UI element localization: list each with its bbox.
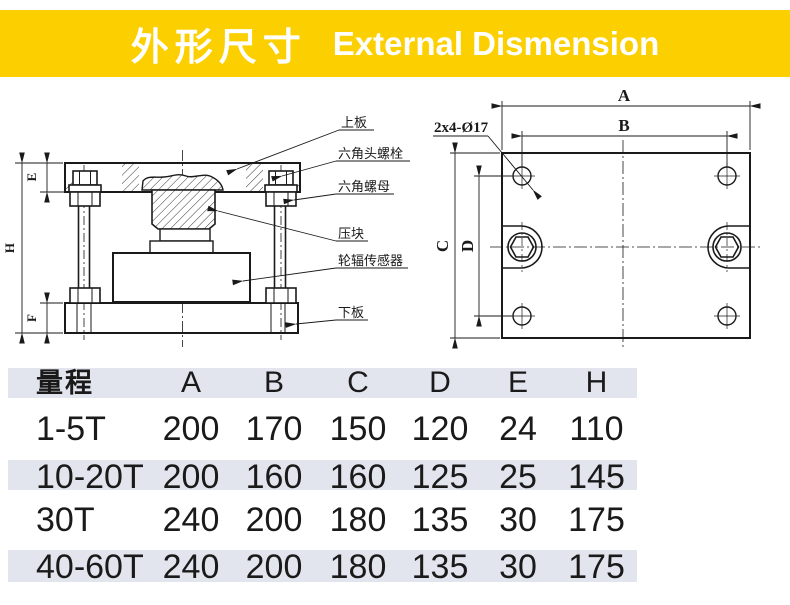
value-cell: 30 [499, 548, 537, 586]
page-title-en: External Dismension [332, 24, 660, 62]
bottom-plate [64, 302, 299, 334]
top-view-plate [501, 152, 751, 339]
table-row: 1-5T 200 170 150 120 24 110 [8, 398, 637, 460]
dimension-table: 量程 A B C D E H 1-5T 200 170 150 120 24 1… [8, 368, 637, 586]
technical-drawing: E H F 上板 六角头螺栓 六角螺母 压块 轮辐传感器 下板 [2, 86, 762, 350]
dim-label-f: F [24, 314, 39, 322]
callout-hex-bolt: 六角头螺栓 [338, 147, 403, 162]
value-cell: 200 [162, 410, 220, 448]
value-cell: 180 [329, 501, 387, 539]
range-cell: 1-5T [36, 410, 106, 448]
dim-label-a: A [618, 86, 631, 105]
hex-nut-right [707, 225, 750, 269]
top-view-drawing: A B C D 2x4-Ø17 [433, 86, 762, 350]
pressure-block-cap [141, 174, 224, 191]
col-header-e: E [507, 366, 528, 399]
col-header-range: 量程 [36, 367, 94, 398]
value-cell: 200 [245, 501, 303, 539]
value-cell: 240 [162, 548, 220, 586]
callout-load-cell: 轮辐传感器 [338, 253, 403, 269]
value-cell: 175 [568, 548, 625, 586]
table-header-row: 量程 A B C D E H [8, 368, 637, 398]
value-cell: 180 [329, 548, 387, 586]
right-bolt [264, 165, 298, 340]
value-cell: 150 [329, 410, 387, 448]
callout-top-plate: 上板 [341, 116, 367, 131]
value-cell: 175 [568, 501, 625, 539]
value-cell: 25 [499, 458, 537, 496]
value-cell: 30 [499, 501, 537, 539]
table-row: 10-20T 200 160 160 125 25 145 [8, 460, 637, 494]
left-bolt [68, 165, 102, 340]
range-cell: 10-20T [36, 458, 144, 496]
value-cell: 200 [245, 548, 303, 586]
page-title-cn: 外形尺寸 [130, 27, 307, 69]
callout-bottom-plate: 下板 [338, 306, 364, 321]
col-header-a: A [180, 366, 201, 399]
col-header-b: B [263, 366, 284, 399]
dim-label-d: D [458, 240, 477, 252]
front-view-drawing: E H F 上板 六角头螺栓 六角螺母 压块 轮辐传感器 下板 [2, 116, 410, 347]
hex-nut-left [502, 225, 543, 269]
dim-label-b: B [618, 116, 629, 135]
range-cell: 40-60T [36, 548, 144, 586]
value-cell: 160 [329, 458, 387, 496]
pressure-block [151, 189, 216, 230]
value-cell: 160 [245, 458, 303, 496]
col-header-d: D [429, 366, 451, 399]
value-cell: 24 [499, 410, 537, 448]
value-cell: 110 [569, 410, 624, 448]
callout-hex-nut: 六角螺母 [338, 180, 390, 195]
range-cell: 30T [36, 501, 95, 539]
value-cell: 125 [411, 458, 469, 496]
value-cell: 145 [568, 458, 625, 496]
col-header-c: C [347, 366, 369, 399]
callout-pressure-block: 压块 [338, 227, 364, 242]
table-row: 30T 240 200 180 135 30 175 [8, 490, 637, 550]
bolt-holes [509, 163, 740, 329]
value-cell: 135 [411, 548, 469, 586]
value-cell: 120 [411, 410, 469, 448]
value-cell: 240 [162, 501, 220, 539]
table-row: 40-60T 240 200 180 135 30 175 [8, 548, 637, 586]
title-bar: 外形尺寸 External Dismension [0, 10, 790, 77]
value-cell: 170 [245, 410, 303, 448]
dim-label-c: C [433, 240, 452, 252]
dim-label-e: E [24, 173, 39, 182]
dim-label-h: H [2, 243, 17, 253]
value-cell: 200 [162, 458, 220, 496]
load-cell [112, 252, 251, 303]
hole-note: 2x4-Ø17 [434, 120, 489, 136]
col-header-h: H [585, 366, 608, 399]
value-cell: 135 [411, 501, 469, 539]
